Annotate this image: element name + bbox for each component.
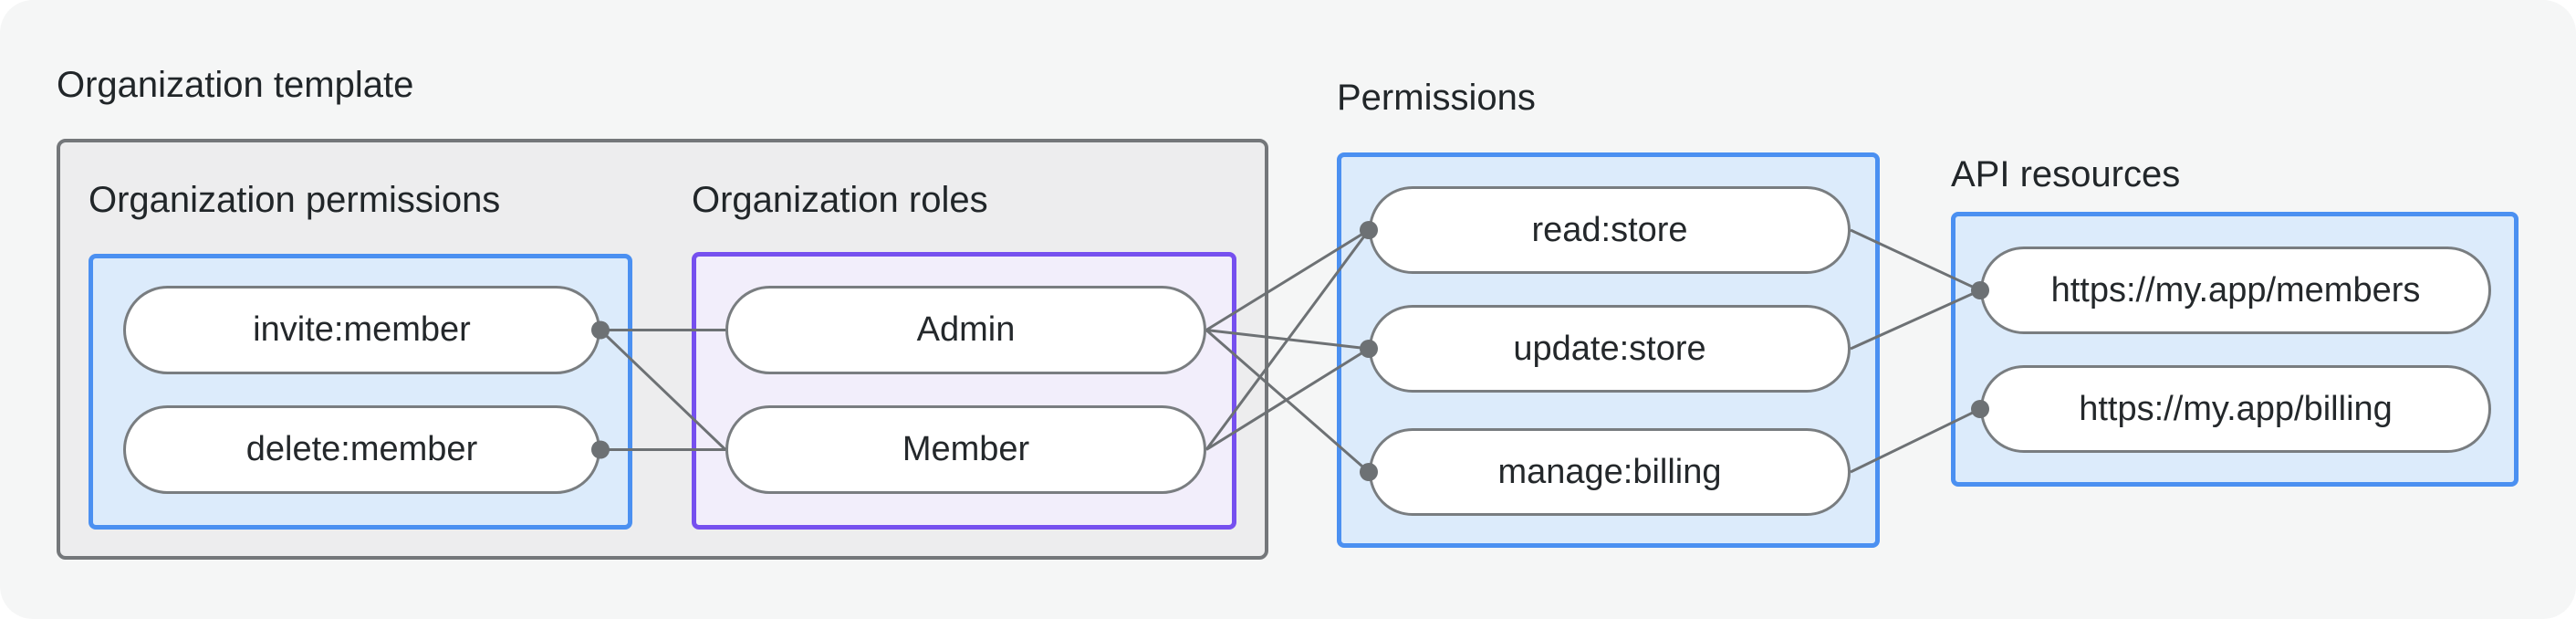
node-pill-invite: invite:member xyxy=(123,286,600,374)
group-label-org-permissions: Organization permissions xyxy=(89,180,501,220)
group-label-org-template: Organization template xyxy=(57,65,414,105)
node-pill-read: read:store xyxy=(1369,186,1851,274)
group-label-api-resources: API resources xyxy=(1951,154,2181,194)
node-pill-manage: manage:billing xyxy=(1369,428,1851,516)
group-label-permissions: Permissions xyxy=(1337,78,1536,118)
node-pill-update: update:store xyxy=(1369,305,1851,393)
node-pill-billing-api: https://my.app/billing xyxy=(1980,365,2491,453)
node-pill-members-api: https://my.app/members xyxy=(1980,247,2491,334)
group-label-org-roles: Organization roles xyxy=(692,180,988,220)
node-pill-admin: Admin xyxy=(725,286,1206,374)
node-pill-member: Member xyxy=(725,405,1206,494)
node-pill-delete: delete:member xyxy=(123,405,600,494)
